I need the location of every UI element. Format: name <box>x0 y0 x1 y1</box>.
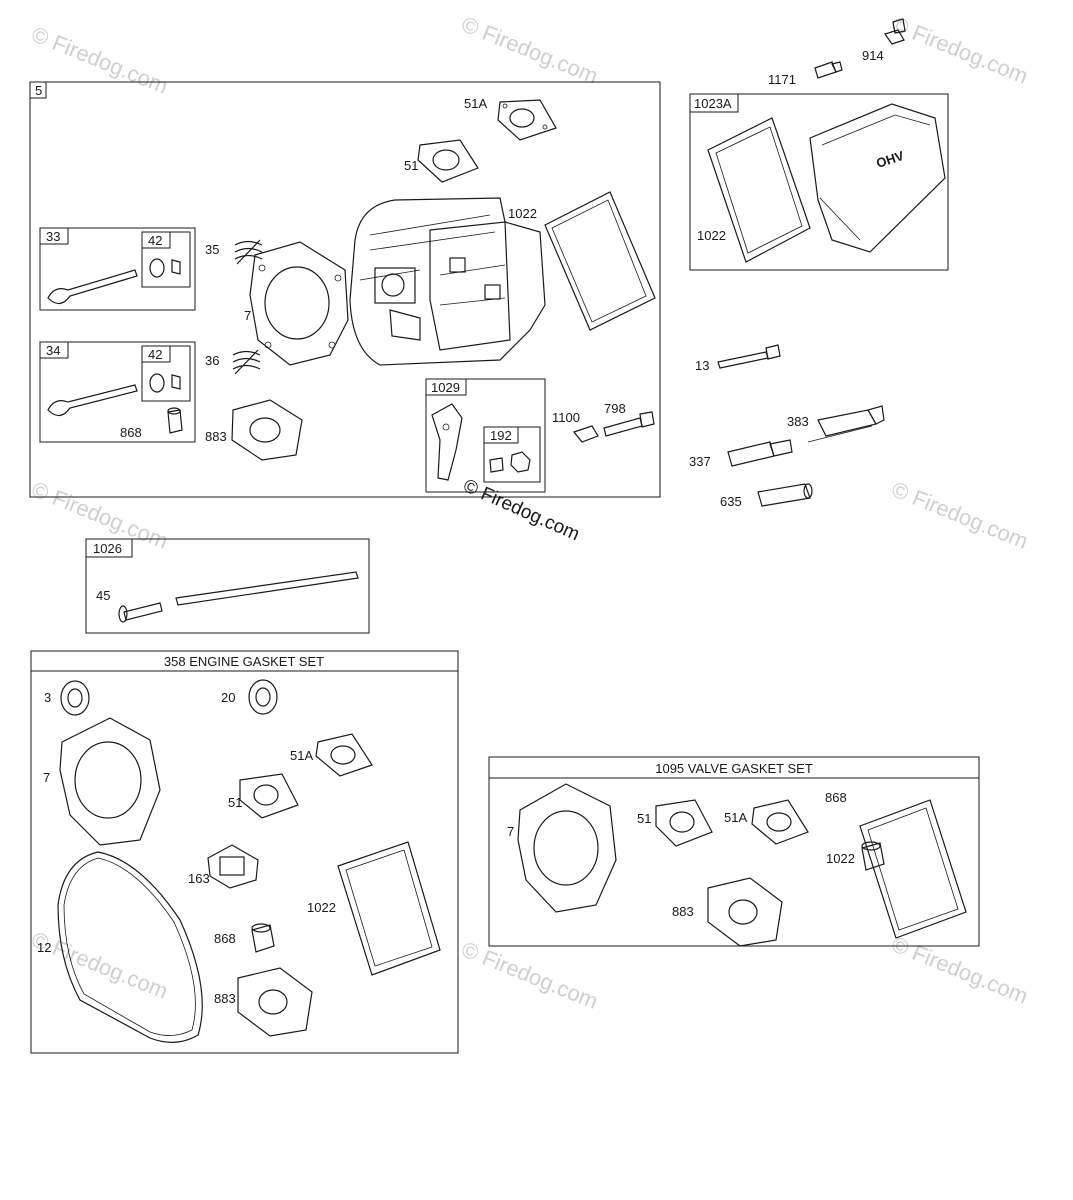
plug-868 <box>251 924 275 953</box>
watermark: © Firedog.com <box>888 476 1031 553</box>
label-383: 383 <box>787 414 809 429</box>
label-eg-12: 12 <box>37 940 51 955</box>
intake-valve-box: 33 42 <box>39 227 196 311</box>
label-eg-163: 163 <box>188 871 210 886</box>
watermark: © Firedog.com <box>28 21 171 98</box>
head-gasket <box>59 717 161 846</box>
label-vg-883: 883 <box>672 904 694 919</box>
watermark: © Firedog.com <box>28 926 171 1003</box>
firedog-watermark: © Firedog.com <box>460 475 583 545</box>
valve-gasket-set-box: 1095 VALVE GASKET SET <box>488 756 980 947</box>
vg-gasket-51 <box>655 799 713 847</box>
gasket-883 <box>237 967 313 1037</box>
breather-parts <box>814 18 906 79</box>
label-868: 868 <box>120 425 142 440</box>
rocker-cover-gasket <box>544 191 656 331</box>
label-35: 35 <box>205 242 219 257</box>
label-eg-868: 868 <box>214 931 236 946</box>
crankcase-gasket-12 <box>57 851 203 1043</box>
box-label-34: 34 <box>46 343 60 358</box>
gasket-51A-top <box>497 99 557 141</box>
main-assembly-box: 5 51A 51 1022 <box>29 81 661 498</box>
box-label-1023A: 1023A <box>694 96 732 111</box>
label-eg-51A: 51A <box>290 748 313 763</box>
box-label-5: 5 <box>35 83 42 98</box>
label-883: 883 <box>205 429 227 444</box>
exhaust-valve-box: 34 42 <box>39 341 196 443</box>
gasket-51 <box>239 773 299 819</box>
rocker-stud-parts <box>572 411 655 443</box>
label-36: 36 <box>205 353 219 368</box>
label-1022: 1022 <box>508 206 537 221</box>
label-vg-51: 51 <box>637 811 651 826</box>
valve-cover-box: 1023A OHV <box>689 93 949 271</box>
watermark: © Firedog.com <box>888 931 1031 1008</box>
label-51A: 51A <box>464 96 487 111</box>
label-1022-cover: 1022 <box>697 228 726 243</box>
label-vg-7: 7 <box>507 824 514 839</box>
label-eg-883: 883 <box>214 991 236 1006</box>
watermark: © Firedog.com <box>458 11 601 88</box>
vg-gasket-883 <box>707 877 783 947</box>
box-label-192: 192 <box>490 428 512 443</box>
label-7: 7 <box>244 308 251 323</box>
label-vg-51A: 51A <box>724 810 747 825</box>
label-eg-7: 7 <box>43 770 50 785</box>
label-vg-1022: 1022 <box>826 851 855 866</box>
box-label-42: 42 <box>148 233 162 248</box>
gasket-163 <box>207 844 259 889</box>
label-635: 635 <box>720 494 742 509</box>
head-gasket-7 <box>249 241 349 366</box>
bolt-13 <box>717 344 781 369</box>
label-eg-3: 3 <box>44 690 51 705</box>
watermark: © Firedog.com <box>888 11 1031 88</box>
gasket-51A <box>315 733 373 777</box>
box-label-1029: 1029 <box>431 380 460 395</box>
label-45: 45 <box>96 588 110 603</box>
label-798: 798 <box>604 401 626 416</box>
ignition-parts <box>727 405 885 507</box>
label-914: 914 <box>862 48 884 63</box>
label-eg-51: 51 <box>228 795 242 810</box>
box-label-42b: 42 <box>148 347 162 362</box>
vg-head-gasket <box>517 783 617 913</box>
label-eg-20: 20 <box>221 690 235 705</box>
gasket-883 <box>231 399 303 461</box>
valve-cover-logo: OHV <box>874 148 906 171</box>
box-label-1026: 1026 <box>93 541 122 556</box>
valve-spring-35 <box>234 239 263 265</box>
gasket-1022 <box>337 841 441 976</box>
label-1100: 1100 <box>552 410 580 425</box>
label-1171: 1171 <box>768 72 796 87</box>
pushrod-box: 1026 <box>85 538 370 634</box>
valve-spring-36 <box>232 349 261 375</box>
label-13: 13 <box>695 358 709 373</box>
label-eg-1022: 1022 <box>307 900 336 915</box>
vg-gasket-51A <box>751 799 809 845</box>
vg-gasket-1022 <box>859 799 967 939</box>
vg-plug-868 <box>861 842 885 871</box>
box-label-33: 33 <box>46 229 60 244</box>
label-337: 337 <box>689 454 711 469</box>
box-label-1095: 1095 VALVE GASKET SET <box>655 761 813 776</box>
box-label-358: 358 ENGINE GASKET SET <box>164 654 324 669</box>
rocker-arm-box: 1029 192 <box>425 378 546 493</box>
watermark: © Firedog.com <box>458 936 601 1013</box>
label-51: 51 <box>404 158 418 173</box>
engine-gasket-set-box: 358 ENGINE GASKET SET <box>30 650 459 1054</box>
seal-20 <box>248 679 278 715</box>
gasket-51-top <box>417 139 479 183</box>
label-vg-868: 868 <box>825 790 847 805</box>
seal-3 <box>60 680 90 716</box>
cylinder-head <box>349 197 546 366</box>
